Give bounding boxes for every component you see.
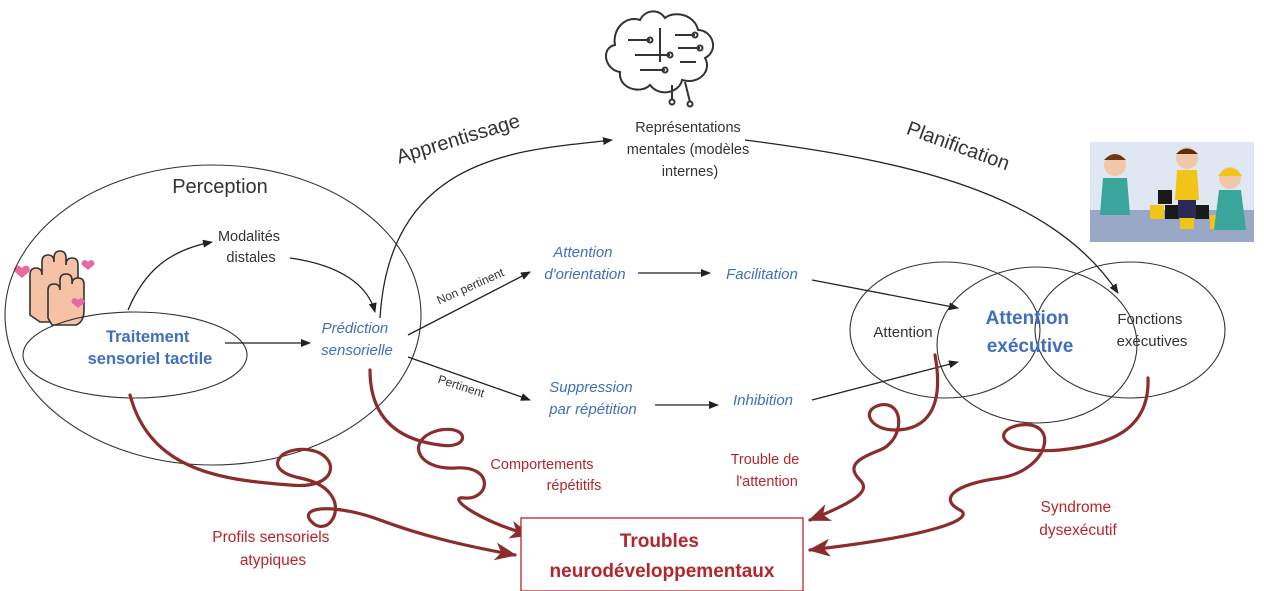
perception-ellipse xyxy=(4,164,422,466)
prediction-line2: sensorielle xyxy=(321,342,393,359)
fonctions-ellipse xyxy=(1034,261,1226,399)
trouble-attention-label: Trouble de l'attention xyxy=(731,452,804,490)
profils-line2: atypiques xyxy=(240,552,307,569)
comportements-line1: Comportements xyxy=(490,457,593,473)
spiral-arrow-syndrome xyxy=(808,376,1150,557)
fonctions-line2: exécutives xyxy=(1117,333,1188,350)
attention-orientation-line2: d'orientation xyxy=(544,266,625,283)
arrow-modalites-prediction xyxy=(289,257,377,313)
profils-label: Profils sensoriels atypiques xyxy=(212,529,333,569)
fonctions-line1: Fonctions xyxy=(1117,311,1182,328)
traitement-label: Traitement sensoriel tactile xyxy=(88,328,213,368)
troubles-label: Troubles neurodéveloppementaux xyxy=(550,531,775,582)
spiral-arrow-trouble-attention xyxy=(808,353,940,522)
arrow-prediction-attention-orientation xyxy=(407,271,531,336)
profils-line1: Profils sensoriels xyxy=(212,529,329,546)
facilitation-label: Facilitation xyxy=(726,266,798,283)
troubles-line1: Troubles xyxy=(620,531,699,552)
attention-ellipse xyxy=(849,261,1041,399)
representations-line2: mentales (modèles xyxy=(627,142,750,158)
non-pertinent-label: Non pertinent xyxy=(435,265,507,307)
representations-label: Représentations mentales (modèles intern… xyxy=(627,120,754,180)
trouble-attention-line1: Trouble de xyxy=(731,452,800,468)
traitement-line1: Traitement xyxy=(106,328,190,346)
spiral-arrow-profils xyxy=(128,393,517,561)
traitement-line2: sensoriel tactile xyxy=(88,350,213,368)
modalites-line2: distales xyxy=(226,250,275,266)
modalites-line1: Modalités xyxy=(218,229,280,245)
perception-title: Perception xyxy=(172,176,268,198)
attention-executive-ellipse xyxy=(936,266,1138,424)
comportements-label: Comportements répétitifs xyxy=(490,457,601,494)
traitement-ellipse xyxy=(22,311,248,399)
spiral-arrow-comportements xyxy=(368,368,532,539)
syndrome-label: Syndrome dysexécutif xyxy=(1039,499,1117,539)
arrow-prediction-suppression xyxy=(407,356,531,401)
children-playing-image xyxy=(1090,142,1254,242)
attention-orientation-line1: Attention xyxy=(552,244,612,261)
comportements-line2: répétitifs xyxy=(547,478,602,494)
arrow-inhibition-attention-executive xyxy=(811,360,959,401)
arrow-facilitation-attention-executive xyxy=(811,279,959,311)
suppression-line2: par répétition xyxy=(548,401,637,418)
troubles-line2: neurodéveloppementaux xyxy=(550,561,775,582)
arrow-representations-fonctions xyxy=(744,139,1119,294)
representations-line1: Représentations xyxy=(635,120,741,136)
arrow-traitement-modalites xyxy=(127,239,213,311)
representations-line3: internes) xyxy=(662,164,718,180)
planification-label: Planification xyxy=(904,118,1013,176)
suppression-line1: Suppression xyxy=(549,379,632,396)
arrow-prediction-representations xyxy=(379,137,613,319)
syndrome-line2: dysexécutif xyxy=(1039,522,1117,539)
suppression-label: Suppression par répétition xyxy=(548,379,637,418)
attention-executive-label: Attention exécutive xyxy=(986,308,1075,357)
brain-circuit-icon xyxy=(605,10,715,108)
troubles-box xyxy=(520,517,804,591)
attention-label: Attention xyxy=(873,324,932,341)
prediction-line1: Prédiction xyxy=(322,320,389,337)
apprentissage-label: Apprentissage xyxy=(394,110,523,168)
syndrome-line1: Syndrome xyxy=(1041,499,1112,516)
attention-executive-line2: exécutive xyxy=(987,336,1074,357)
attention-executive-line1: Attention xyxy=(986,308,1069,329)
modalites-label: Modalités distales xyxy=(218,229,284,266)
attention-orientation-label: Attention d'orientation xyxy=(544,244,625,283)
prediction-label: Prédiction sensorielle xyxy=(321,320,393,359)
hands-hearts-icon xyxy=(14,250,95,326)
trouble-attention-line2: l'attention xyxy=(736,474,798,490)
fonctions-label: Fonctions exécutives xyxy=(1117,311,1188,350)
inhibition-label: Inhibition xyxy=(733,392,793,409)
